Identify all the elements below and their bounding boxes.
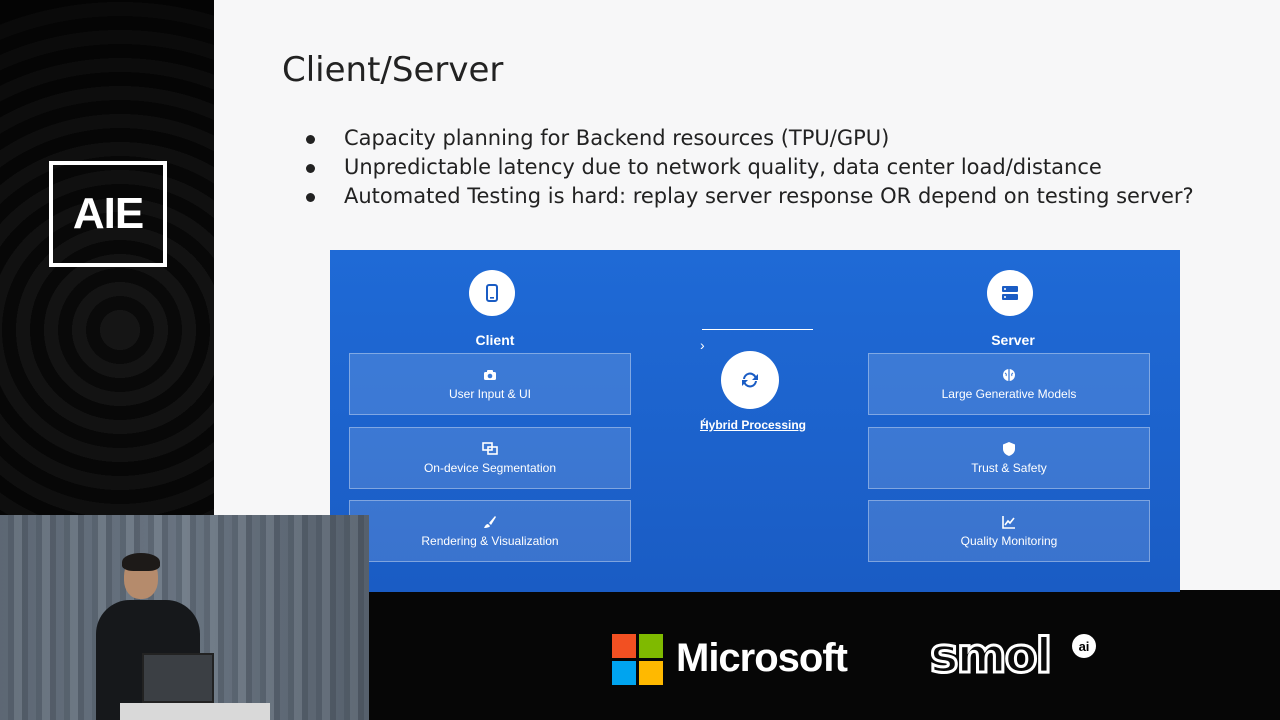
segmentation-icon [482,441,498,457]
box-label: Large Generative Models [941,387,1077,401]
sync-icon [721,351,779,409]
client-server-diagram: Client Server User Input & UI On-device … [330,250,1180,592]
bullet-item: Automated Testing is hard: replay server… [302,182,1194,211]
smol-wordmark: smol [928,627,1053,686]
smol-ai-badge: ai [1072,634,1096,658]
aie-logo-text: AIE [72,189,144,238]
arrow-right-icon: › [700,337,705,353]
bullet-item: Capacity planning for Backend resources … [302,124,1194,153]
laptop [142,653,214,703]
bullet-list: Capacity planning for Backend resources … [302,124,1194,211]
hybrid-label: Hybrid Processing [699,418,807,432]
server-box-quality-monitoring: Quality Monitoring [868,500,1150,562]
podium [120,703,270,720]
phone-icon [469,270,515,316]
chart-icon [1002,514,1016,530]
bullet-item: Unpredictable latency due to network qua… [302,153,1194,182]
microsoft-logo-icon [612,634,663,685]
aie-logo: AIE [49,161,167,267]
server-box-generative-models: Large Generative Models [868,353,1150,415]
server-icon [987,270,1033,316]
client-label: Client [475,332,515,348]
box-label: Rendering & Visualization [421,534,559,548]
brain-icon [1002,367,1016,383]
client-box-segmentation: On-device Segmentation [349,427,631,489]
client-box-user-input: User Input & UI [349,353,631,415]
hybrid-line [702,329,813,330]
brush-icon [483,514,497,530]
server-label: Server [991,332,1035,348]
client-box-rendering: Rendering & Visualization [349,500,631,562]
server-box-trust-safety: Trust & Safety [868,427,1150,489]
arrow-left-icon: ‹ [702,413,706,427]
box-label: Trust & Safety [971,461,1047,475]
slide-title: Client/Server [282,50,504,90]
shield-icon [1002,441,1016,457]
background-rings [0,0,214,515]
box-label: Quality Monitoring [960,534,1058,548]
client-header [468,270,516,316]
speaker-camera-feed [0,515,369,720]
microsoft-wordmark: Microsoft [676,636,848,680]
speaker-hair [122,553,160,571]
box-label: User Input & UI [448,387,532,401]
box-label: On-device Segmentation [423,461,557,475]
server-header [986,270,1034,316]
camera-icon [483,367,497,383]
